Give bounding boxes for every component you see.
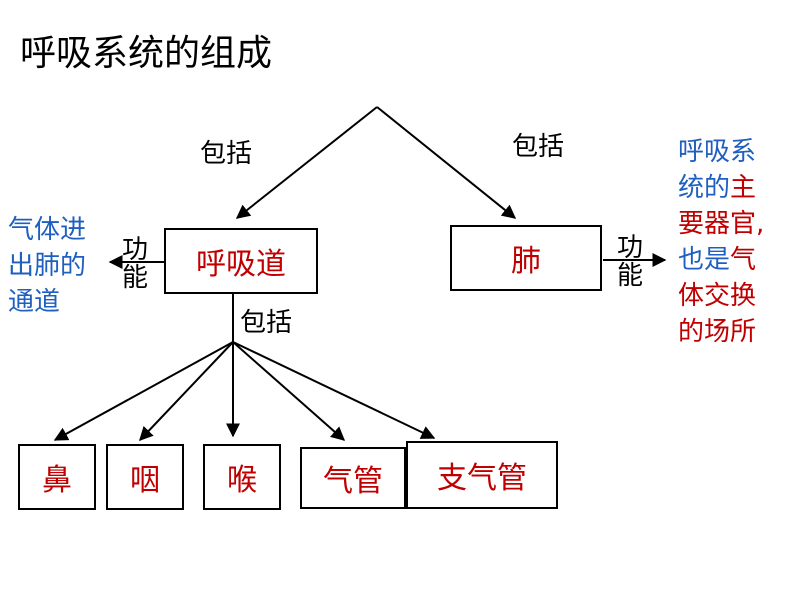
node-pharynx: 咽 <box>106 444 184 510</box>
function-label-right-char1: 功 <box>617 233 644 263</box>
function-label-left-char1: 功 <box>122 235 149 265</box>
arrow-to-trachea <box>232 341 346 441</box>
lung-function-line4: 也是气 <box>678 242 764 278</box>
arrow-to-lung <box>376 106 517 219</box>
arrow-to-pharynx <box>139 341 234 442</box>
function-label-right: 功 能 <box>617 234 643 290</box>
lung-function-line2-a: 统的 <box>678 173 731 203</box>
lung-function-text: 呼吸系 统的主 要器官, 也是气 体交换 的场所 <box>678 134 764 350</box>
edge-label-right: 包括 <box>512 132 565 162</box>
node-airway: 呼吸道 <box>164 228 318 294</box>
node-bronchus: 支气管 <box>406 441 558 509</box>
arrow-to-bronchus <box>232 341 436 439</box>
lung-function-line4-a: 也是 <box>678 245 731 275</box>
airway-function-text: 气体进 出肺的 通道 <box>8 212 86 320</box>
lung-function-line5: 体交换 <box>678 281 757 311</box>
node-larynx: 喉 <box>203 444 281 510</box>
airway-function-line2: 出肺的 <box>8 251 87 281</box>
lung-function-line2-b: 主 <box>730 173 757 203</box>
airway-function-line3: 通道 <box>8 287 61 317</box>
arrow-to-airway <box>235 106 378 219</box>
arrow-to-nose <box>53 341 234 441</box>
airway-function-line1: 气体进 <box>8 215 87 245</box>
node-lung: 肺 <box>450 225 602 291</box>
lung-function-line6: 的场所 <box>678 317 757 347</box>
lung-function-line3: 要器官, <box>678 209 765 239</box>
function-label-left: 功 能 <box>122 236 148 292</box>
node-nose: 鼻 <box>18 444 96 510</box>
function-label-right-char2: 能 <box>617 261 644 291</box>
page-title: 呼吸系统的组成 <box>20 33 273 74</box>
node-trachea: 气管 <box>300 447 406 509</box>
edge-label-lower: 包括 <box>240 308 293 338</box>
lung-function-line1: 呼吸系 <box>678 137 757 167</box>
edge-label-left: 包括 <box>200 139 253 169</box>
lung-function-line4-b: 气 <box>730 245 757 275</box>
function-label-left-char2: 能 <box>122 263 149 293</box>
lung-function-line2: 统的主 <box>678 170 764 206</box>
